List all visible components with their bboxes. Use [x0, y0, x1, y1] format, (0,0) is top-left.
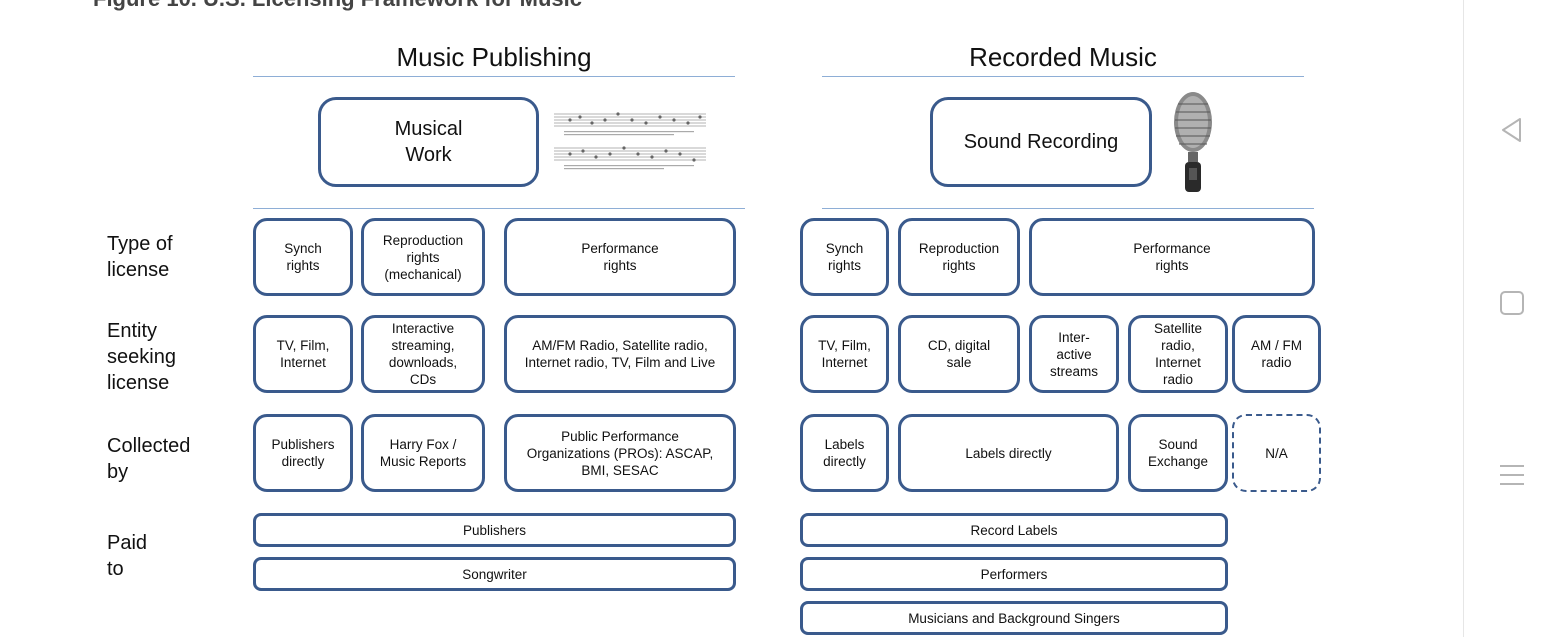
- rec-reproduction-rights-box: Reproduction rights: [898, 218, 1020, 296]
- music-publishing-heading: Music Publishing: [396, 42, 592, 72]
- pub-reproduction-rights-box: Reproduction rights (mechanical): [361, 218, 485, 296]
- rec-entity-am-fm-box: AM / FM radio: [1232, 315, 1321, 393]
- recorded-mid-rule: [822, 208, 1314, 209]
- rec-paid-performers-box: Performers: [800, 557, 1228, 591]
- row-label-collected-by: Collected by: [107, 435, 191, 483]
- rec-collected-sound-exchange-box: Sound Exchange: [1128, 414, 1228, 492]
- publishing-top-rule: [253, 76, 735, 77]
- back-icon[interactable]: [1492, 110, 1532, 150]
- figure-title: Figure 10. U.S. Licensing Framework for …: [93, 0, 582, 12]
- menu-icon[interactable]: [1492, 455, 1532, 495]
- rec-collected-labels-box: Labels directly: [800, 414, 889, 492]
- sheet-music-image: [550, 110, 710, 172]
- row-label-paid-to: Paid to: [107, 532, 148, 580]
- pub-collected-publishers-box: Publishers directly: [253, 414, 353, 492]
- rec-collected-labels-wide-box: Labels directly: [898, 414, 1119, 492]
- publishing-mid-rule: [253, 208, 745, 209]
- rec-collected-na-box: N/A: [1232, 414, 1321, 492]
- pub-synch-rights-box: Synch rights: [253, 218, 353, 296]
- recorded-music-heading: Recorded Music: [969, 42, 1157, 72]
- pub-entity-interactive-box: Interactive streaming, downloads, CDs: [361, 315, 485, 393]
- pub-paid-songwriter-box: Songwriter: [253, 557, 736, 591]
- pub-collected-harry-fox-box: Harry Fox / Music Reports: [361, 414, 485, 492]
- pub-entity-tv-film-box: TV, Film, Internet: [253, 315, 353, 393]
- rec-entity-tv-film-box: TV, Film, Internet: [800, 315, 889, 393]
- rec-entity-satellite-radio-box: Satellite radio, Internet radio: [1128, 315, 1228, 393]
- pub-paid-publishers-box: Publishers: [253, 513, 736, 547]
- rec-entity-interactive-streams-box: Inter- active streams: [1029, 315, 1119, 393]
- home-icon[interactable]: [1492, 283, 1532, 323]
- pub-entity-radio-box: AM/FM Radio, Satellite radio, Internet r…: [504, 315, 736, 393]
- sound-recording-box: Sound Recording: [930, 97, 1152, 187]
- microphone-image: [1168, 90, 1218, 196]
- rec-synch-rights-box: Synch rights: [800, 218, 889, 296]
- rec-paid-record-labels-box: Record Labels: [800, 513, 1228, 547]
- musical-work-box: Musical Work: [318, 97, 539, 187]
- rec-paid-musicians-box: Musicians and Background Singers: [800, 601, 1228, 635]
- recorded-top-rule: [822, 76, 1304, 77]
- row-label-type-of-license: Type of license: [107, 233, 173, 281]
- rec-entity-cd-digital-box: CD, digital sale: [898, 315, 1020, 393]
- pub-collected-pros-box: Public Performance Organizations (PROs):…: [504, 414, 736, 492]
- navigation-sidebar: [1463, 0, 1560, 637]
- pub-performance-rights-box: Performance rights: [504, 218, 736, 296]
- row-label-entity-seeking-license: Entity seeking license: [107, 320, 176, 394]
- rec-performance-rights-box: Performance rights: [1029, 218, 1315, 296]
